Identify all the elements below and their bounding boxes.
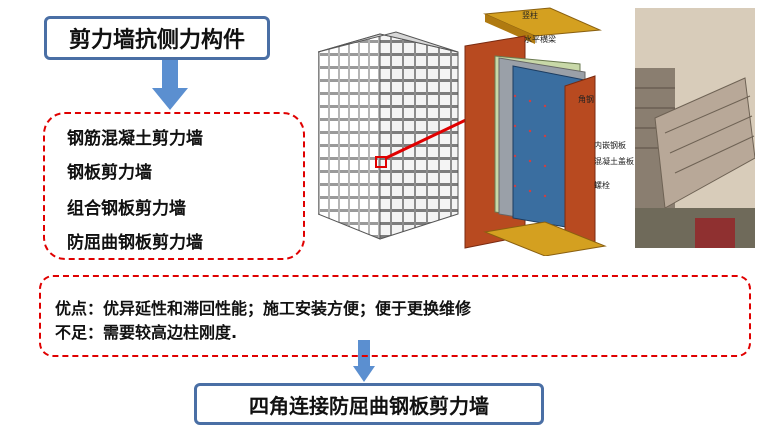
collapsed-building-photo bbox=[635, 8, 755, 248]
building-frame-image bbox=[318, 31, 459, 240]
disadvantages-text: 不足：需要较高边柱刚度. bbox=[55, 323, 238, 342]
label-concrete-cover: 混凝土盖板 bbox=[594, 157, 634, 166]
arrow-down-icon bbox=[152, 60, 188, 110]
title-box: 剪力墙抗侧力构件 bbox=[44, 16, 270, 60]
label-column: 竖柱 bbox=[522, 11, 538, 20]
connector-line bbox=[385, 116, 471, 160]
label-angle: 角钢 bbox=[578, 95, 594, 104]
label-bolt: 螺栓 bbox=[594, 181, 610, 190]
list-item: 钢板剪力墙 bbox=[67, 163, 152, 183]
steel-plate-diagram bbox=[464, 7, 607, 256]
list-item: 防屈曲钢板剪力墙 bbox=[67, 233, 203, 253]
component-list: 钢筋混凝土剪力墙 钢板剪力墙 组合钢板剪力墙 防屈曲钢板剪力墙 bbox=[43, 112, 305, 260]
arrow-down-icon-2 bbox=[353, 340, 375, 382]
advantages-text: 优点：优异延性和滞回性能；施工安装方便；便于更换维修 bbox=[55, 299, 472, 318]
list-item: 钢筋混凝土剪力墙 bbox=[67, 129, 203, 149]
label-beam: 水平横梁 bbox=[524, 35, 556, 44]
title-text: 剪力墙抗侧力构件 bbox=[68, 28, 245, 53]
pros-cons-box: 优点：优异延性和滞回性能；施工安装方便；便于更换维修 不足：需要较高边柱刚度. bbox=[39, 275, 751, 357]
conclusion-box: 四角连接防屈曲钢板剪力墙 bbox=[194, 383, 544, 425]
conclusion-text: 四角连接防屈曲钢板剪力墙 bbox=[249, 393, 489, 418]
label-inner-plate: 内嵌钢板 bbox=[594, 141, 626, 150]
list-item: 组合钢板剪力墙 bbox=[67, 199, 186, 219]
